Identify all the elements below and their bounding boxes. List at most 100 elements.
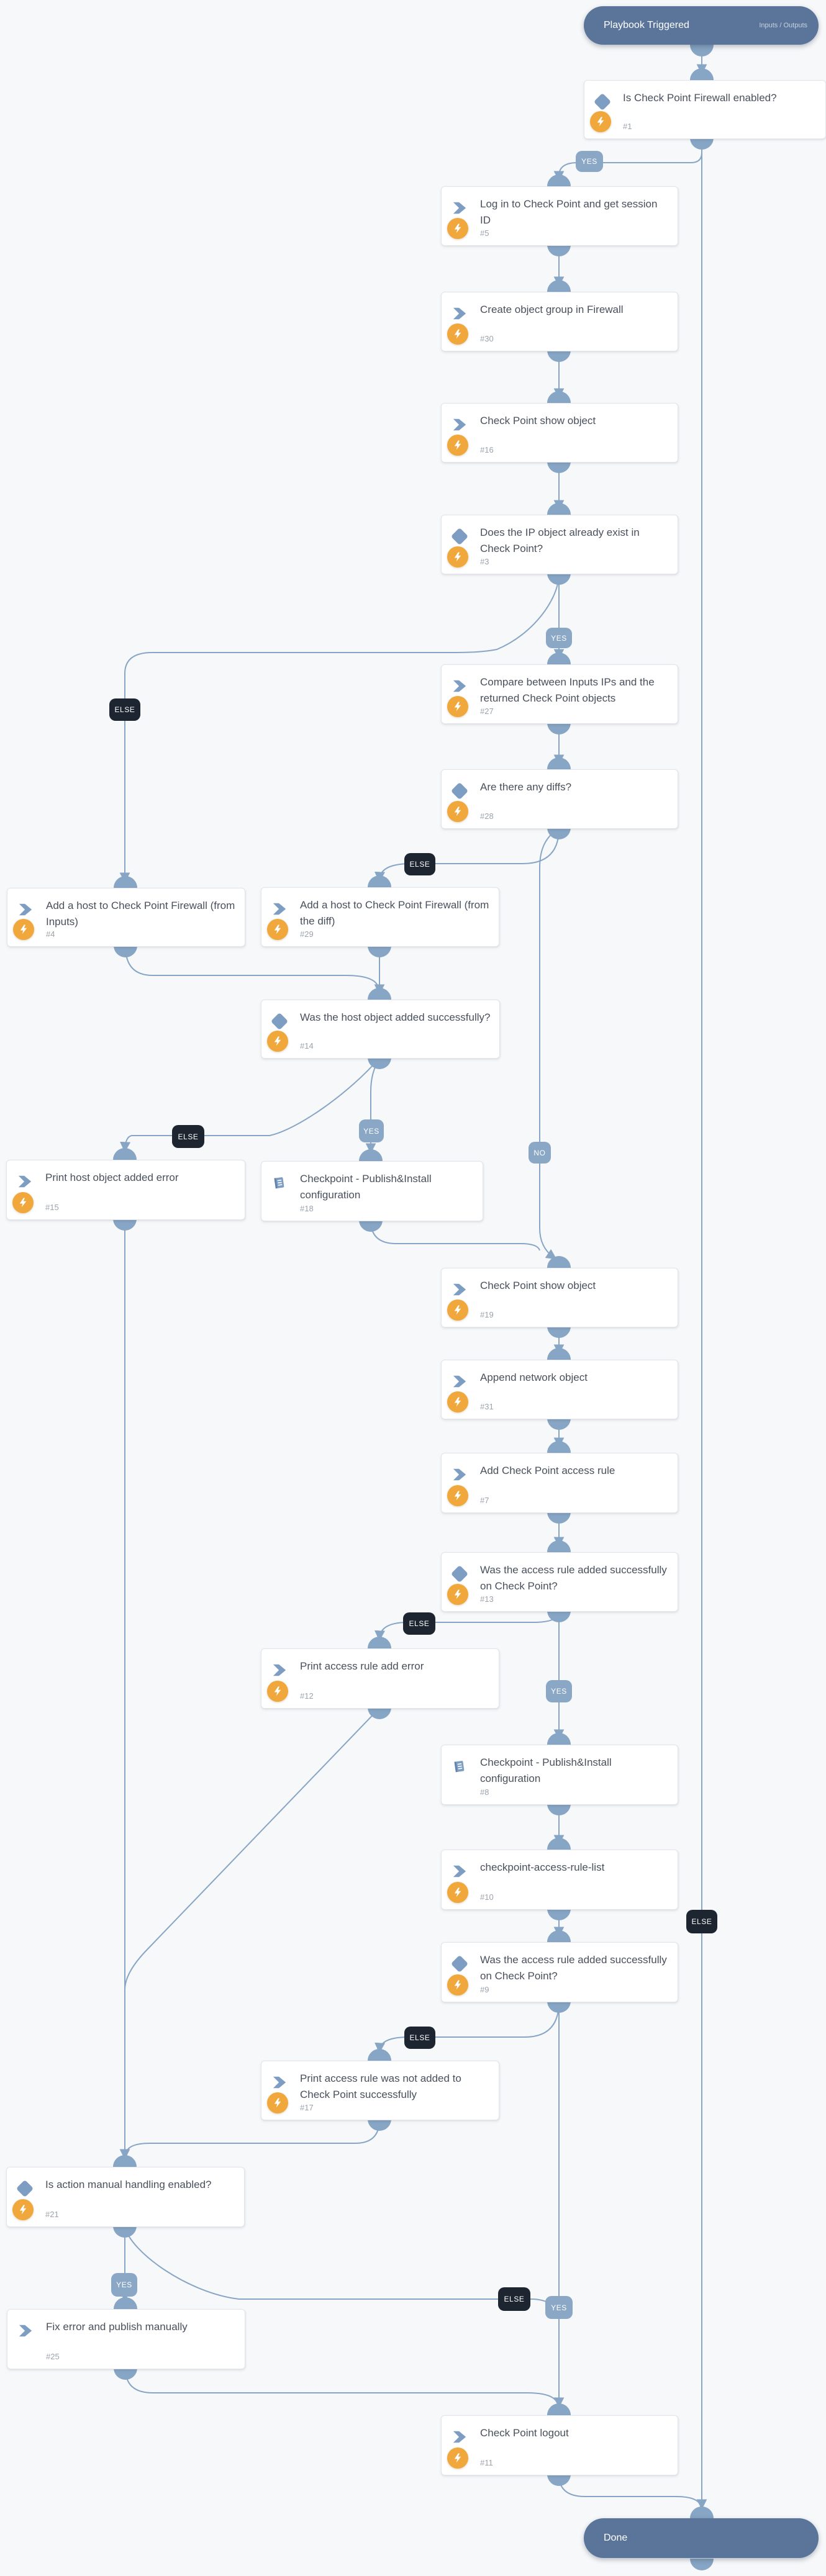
node-31-append-network-object[interactable]: Append network object #31 (441, 1360, 678, 1419)
connector-port (547, 1804, 571, 1815)
condition-icon (593, 93, 612, 111)
action-chevron-icon (452, 417, 468, 433)
task-title: Print access rule was not added to Check… (300, 2072, 461, 2101)
connector-port (114, 2368, 137, 2380)
node-25-fix-error-publish-manually[interactable]: Fix error and publish manually #25 (7, 2309, 245, 2369)
connector-port (547, 1326, 571, 1338)
connector-port (547, 1733, 571, 1745)
automation-bolt-icon (590, 111, 611, 132)
task-title: Checkpoint - Publish&Install configurati… (300, 1173, 432, 1201)
action-chevron-icon (17, 1173, 33, 1190)
node-12-print-access-rule-error[interactable]: Print access rule add error #12 (261, 1648, 499, 1709)
connector-port (547, 280, 571, 292)
automation-bolt-icon (267, 919, 288, 940)
task-number: #12 (300, 1691, 314, 1701)
automation-bolt-icon (447, 218, 468, 239)
task-title: Append network object (480, 1372, 588, 1383)
node-30-create-object-group[interactable]: Create object group in Firewall #30 (441, 292, 678, 351)
node-19-checkpoint-show-object[interactable]: Check Point show object #19 (441, 1268, 678, 1327)
label-yes-badge: YES (546, 1680, 572, 1702)
node-21-is-manual-handling-enabled[interactable]: Is action manual handling enabled? #21 (6, 2167, 245, 2227)
connector-port (547, 653, 571, 664)
condition-icon (450, 527, 469, 546)
connector-port (368, 875, 391, 887)
node-16-checkpoint-show-object[interactable]: Check Point show object #16 (441, 403, 678, 463)
label-yes-badge: YES (546, 628, 572, 648)
label-yes-badge: YES (111, 2273, 137, 2297)
connector-port (547, 757, 571, 769)
connector-port (359, 1149, 383, 1161)
node-1-is-checkpoint-firewall-enabled[interactable]: Is Check Point Firewall enabled? #1 (584, 80, 826, 139)
connector-port (690, 2506, 714, 2518)
task-title: checkpoint-access-rule-list (480, 1861, 605, 1873)
action-chevron-icon (271, 2074, 288, 2090)
node-15-print-host-error[interactable]: Print host object added error #15 (6, 1160, 245, 1220)
action-chevron-icon (452, 1863, 468, 1879)
task-number: #19 (480, 1310, 494, 1319)
action-chevron-icon (452, 200, 468, 216)
node-4-add-host-from-inputs[interactable]: Add a host to Check Point Firewall (from… (7, 888, 245, 947)
inputs-outputs-link[interactable]: Inputs / Outputs (759, 22, 807, 29)
node-27-compare-inputs-ips[interactable]: Compare between Inputs IPs and the retur… (441, 664, 678, 724)
connector-port (113, 1148, 137, 1160)
task-number: #27 (480, 707, 494, 716)
task-number: #10 (480, 1892, 494, 1902)
task-title: Add Check Point access rule (480, 1465, 615, 1476)
task-title: Is Check Point Firewall enabled? (623, 92, 777, 104)
task-title: Check Point logout (480, 2427, 569, 2439)
task-number: #16 (480, 445, 494, 454)
connector-port (547, 1256, 571, 1268)
label-else-badge: ELSE (498, 2287, 530, 2311)
task-number: #7 (480, 1496, 489, 1505)
task-title: Was the access rule added successfully o… (480, 1564, 667, 1593)
action-chevron-icon (17, 2323, 34, 2339)
task-number: #29 (300, 929, 314, 939)
node-9-was-access-rule-added[interactable]: Was the access rule added successfully o… (441, 1942, 678, 2002)
connector-port (690, 2559, 714, 2570)
action-chevron-icon (452, 305, 468, 322)
playbook-trigger-node[interactable]: Playbook Triggered Inputs / Outputs (584, 6, 819, 45)
task-number: #13 (480, 1594, 494, 1604)
connector-port (547, 2403, 571, 2415)
label-yes-badge: YES (545, 2296, 573, 2319)
connector-port (547, 1540, 571, 1552)
connector-port (547, 174, 571, 186)
task-title: Add a host to Check Point Firewall (from… (46, 900, 235, 928)
node-3-does-ip-object-exist[interactable]: Does the IP object already exist in Chec… (441, 515, 678, 574)
connector-port (547, 828, 571, 839)
node-17-print-access-rule-not-added[interactable]: Print access rule was not added to Check… (261, 2061, 499, 2120)
condition-icon (450, 1565, 469, 1583)
connector-port (114, 946, 137, 957)
connector-port (114, 876, 137, 888)
automation-bolt-icon (447, 1299, 468, 1321)
task-title: Was the access rule added successfully o… (480, 1954, 667, 1982)
connector-port (547, 723, 571, 734)
task-title: Compare between Inputs IPs and the retur… (480, 676, 655, 705)
condition-icon (16, 2179, 34, 2198)
automation-bolt-icon (12, 2199, 34, 2220)
connector-port (547, 350, 571, 362)
node-29-add-host-from-diff[interactable]: Add a host to Check Point Firewall (from… (261, 887, 499, 947)
connector-port (547, 1611, 571, 1622)
node-7-add-access-rule[interactable]: Add Check Point access rule #7 (441, 1453, 678, 1513)
node-18-publish-install-configuration[interactable]: Checkpoint - Publish&Install configurati… (261, 1161, 483, 1221)
automation-bolt-icon (267, 1031, 288, 1052)
task-number: #11 (480, 2458, 493, 2467)
node-14-was-host-added[interactable]: Was the host object added successfully? … (261, 1000, 500, 1059)
task-number: #25 (46, 2352, 60, 2361)
node-13-was-access-rule-added[interactable]: Was the access rule added successfully o… (441, 1552, 678, 1612)
node-11-checkpoint-logout[interactable]: Check Point logout #11 (441, 2415, 678, 2475)
task-number: #18 (300, 1204, 314, 1213)
task-number: #4 (46, 929, 55, 939)
connector-port (547, 1930, 571, 1942)
node-28-are-there-any-diffs[interactable]: Are there any diffs? #28 (441, 769, 678, 829)
done-label: Done (604, 2533, 628, 2543)
automation-bolt-icon (267, 1681, 288, 1702)
connector-port (368, 2119, 391, 2131)
node-10-checkpoint-access-rule-list[interactable]: checkpoint-access-rule-list #10 (441, 1850, 678, 1910)
task-title: Are there any diffs? (480, 781, 572, 793)
done-node[interactable]: Done (584, 2518, 819, 2558)
node-8-publish-install-configuration[interactable]: Checkpoint - Publish&Install configurati… (441, 1745, 678, 1805)
connector-port (547, 1909, 571, 1920)
node-5-login-checkpoint[interactable]: Log in to Check Point and get session ID… (441, 186, 678, 246)
